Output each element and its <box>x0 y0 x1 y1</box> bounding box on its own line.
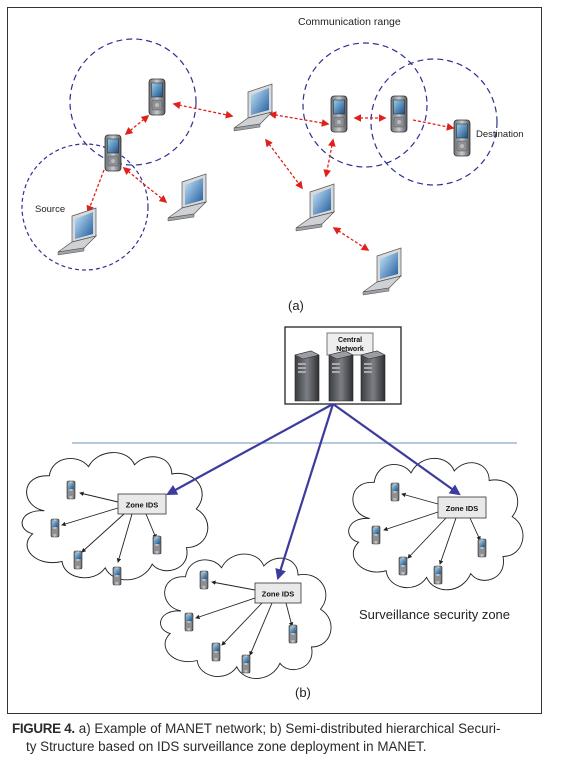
zone-left: Zone IDS <box>50 480 167 586</box>
manet-diagram: Communication range Source Destination (… <box>21 16 524 313</box>
mobile-node-icon <box>199 570 209 590</box>
surveillance-zone-label: Surveillance security zone <box>359 607 510 622</box>
mobile-node-icon <box>184 612 194 632</box>
panel-label-a: (a) <box>288 298 304 313</box>
mobile-node-icon <box>50 518 60 538</box>
comm-range-label: Communication range <box>298 16 401 28</box>
laptop-icon <box>362 247 402 296</box>
zone-ids-label: Zone IDS <box>446 504 479 513</box>
ids-hierarchy-diagram: Central Network Zone IDS <box>21 326 524 700</box>
mobile-node-icon <box>66 480 76 500</box>
figure-caption: FIGURE 4.a) Example of MANET network; b)… <box>12 720 544 756</box>
panel-label-b: (b) <box>295 685 311 700</box>
mobile-node-icon <box>390 482 400 502</box>
source-laptop-icon <box>57 207 97 256</box>
mobile-node-icon <box>211 642 221 662</box>
mobile-phone-icon <box>148 78 166 116</box>
mobile-node-icon <box>398 556 408 576</box>
caption-line-2: ty Structure based on IDS surveillance z… <box>26 739 427 754</box>
link-8 <box>265 138 303 190</box>
mobile-phone-icon <box>104 134 122 172</box>
laptop-icon <box>167 173 207 222</box>
link-2 <box>268 111 330 127</box>
server-icon <box>360 350 386 402</box>
laptop-icon <box>233 83 273 132</box>
central-network-label-1: Central <box>338 337 362 344</box>
mobile-node-icon <box>433 565 443 585</box>
mobile-node-icon <box>371 525 381 545</box>
range-circle-1 <box>69 38 197 166</box>
mobile-node-icon <box>152 535 162 555</box>
server-icon <box>328 350 354 402</box>
tree-arrow-middle <box>275 403 335 581</box>
zone-ids-label: Zone IDS <box>262 590 295 599</box>
zone-right: Zone IDS <box>371 482 487 585</box>
server-icon <box>294 350 320 402</box>
destination-phone-icon <box>453 119 471 157</box>
link-10 <box>332 227 370 251</box>
mobile-node-icon <box>477 538 487 558</box>
mobile-phone-icon <box>390 95 408 133</box>
laptop-icon <box>295 183 335 232</box>
link-9 <box>323 138 336 178</box>
mobile-node-icon <box>112 566 122 586</box>
range-circle-2 <box>21 143 149 271</box>
figure-label: FIGURE 4. <box>12 721 75 736</box>
range-circle-4 <box>370 58 498 186</box>
tree-arrow-left <box>166 403 334 496</box>
link-6 <box>122 167 168 203</box>
tree-arrow-right <box>332 403 461 496</box>
central-network-label-2: Network <box>336 346 364 353</box>
range-circle-3 <box>302 42 428 168</box>
mobile-node-icon <box>288 624 298 644</box>
link-7 <box>86 169 105 214</box>
link-4 <box>412 119 455 131</box>
mobile-phone-icon <box>330 95 348 133</box>
zone-ids-label: Zone IDS <box>126 501 159 510</box>
link-1 <box>172 101 234 119</box>
mobile-node-icon <box>73 550 83 570</box>
zone-middle: Zone IDS <box>184 570 302 674</box>
destination-label: Destination <box>476 129 524 140</box>
source-label: Source <box>35 204 65 215</box>
caption-line-1: a) Example of MANET network; b) Semi-dis… <box>78 721 501 736</box>
mobile-node-icon <box>241 654 251 674</box>
zone-cloud-left <box>21 452 209 581</box>
link-5 <box>124 115 150 135</box>
